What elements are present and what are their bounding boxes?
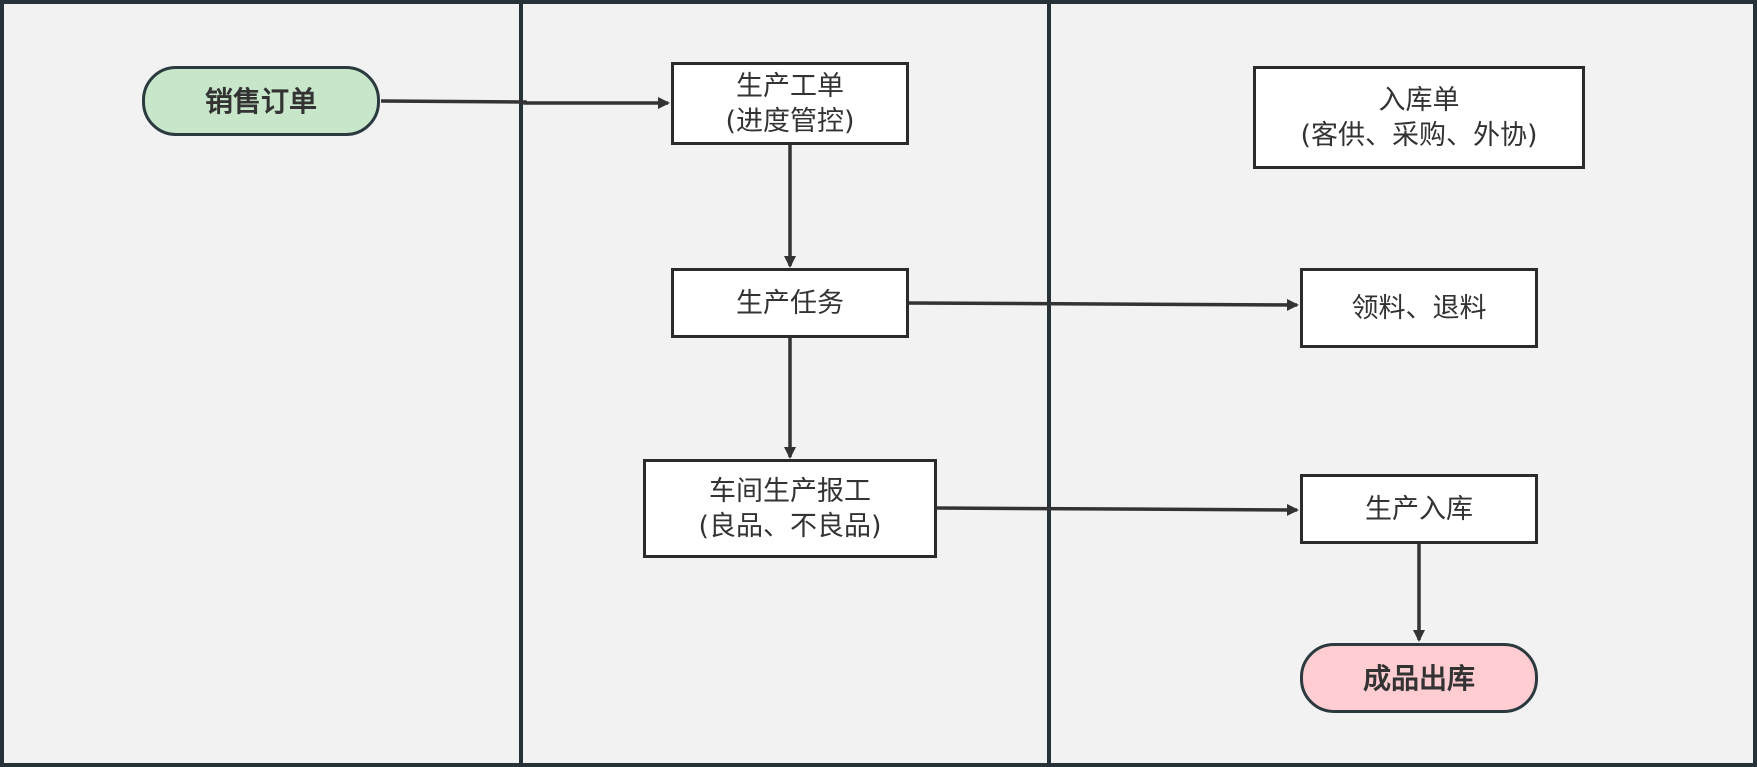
production-task-label: 生产任务 <box>736 287 844 319</box>
work-order-subtitle: (进度管控) <box>725 105 855 137</box>
arrow-task-to-material <box>907 298 1299 311</box>
inbound-doc-subtitle: (客供、采购、外协) <box>1300 119 1538 151</box>
material-issue-node: 领料、退料 <box>1300 268 1538 348</box>
production-inbound-label: 生产入库 <box>1365 493 1473 525</box>
sales-order-node: 销售订单 <box>142 66 380 136</box>
work-order-title: 生产工单 <box>736 70 844 102</box>
production-task-node: 生产任务 <box>671 268 909 338</box>
sales-order-label: 销售订单 <box>204 84 317 118</box>
arrow-sales-to-workorder <box>380 97 670 109</box>
arrow-report-to-inbound <box>936 503 1299 516</box>
work-order-node: 生产工单 (进度管控) <box>671 62 909 145</box>
inbound-doc-title: 入库单 <box>1378 84 1460 116</box>
production-inbound-node: 生产入库 <box>1300 474 1538 544</box>
workshop-report-node: 车间生产报工 (良品、不良品) <box>643 459 937 558</box>
inbound-doc-node: 入库单 (客供、采购、外协) <box>1253 66 1585 169</box>
workshop-report-title: 车间生产报工 <box>709 475 871 507</box>
workshop-report-subtitle: (良品、不良品) <box>698 510 882 542</box>
finished-outbound-node: 成品出库 <box>1300 643 1538 713</box>
material-issue-label: 领料、退料 <box>1351 292 1487 324</box>
finished-outbound-label: 成品出库 <box>1362 661 1475 695</box>
